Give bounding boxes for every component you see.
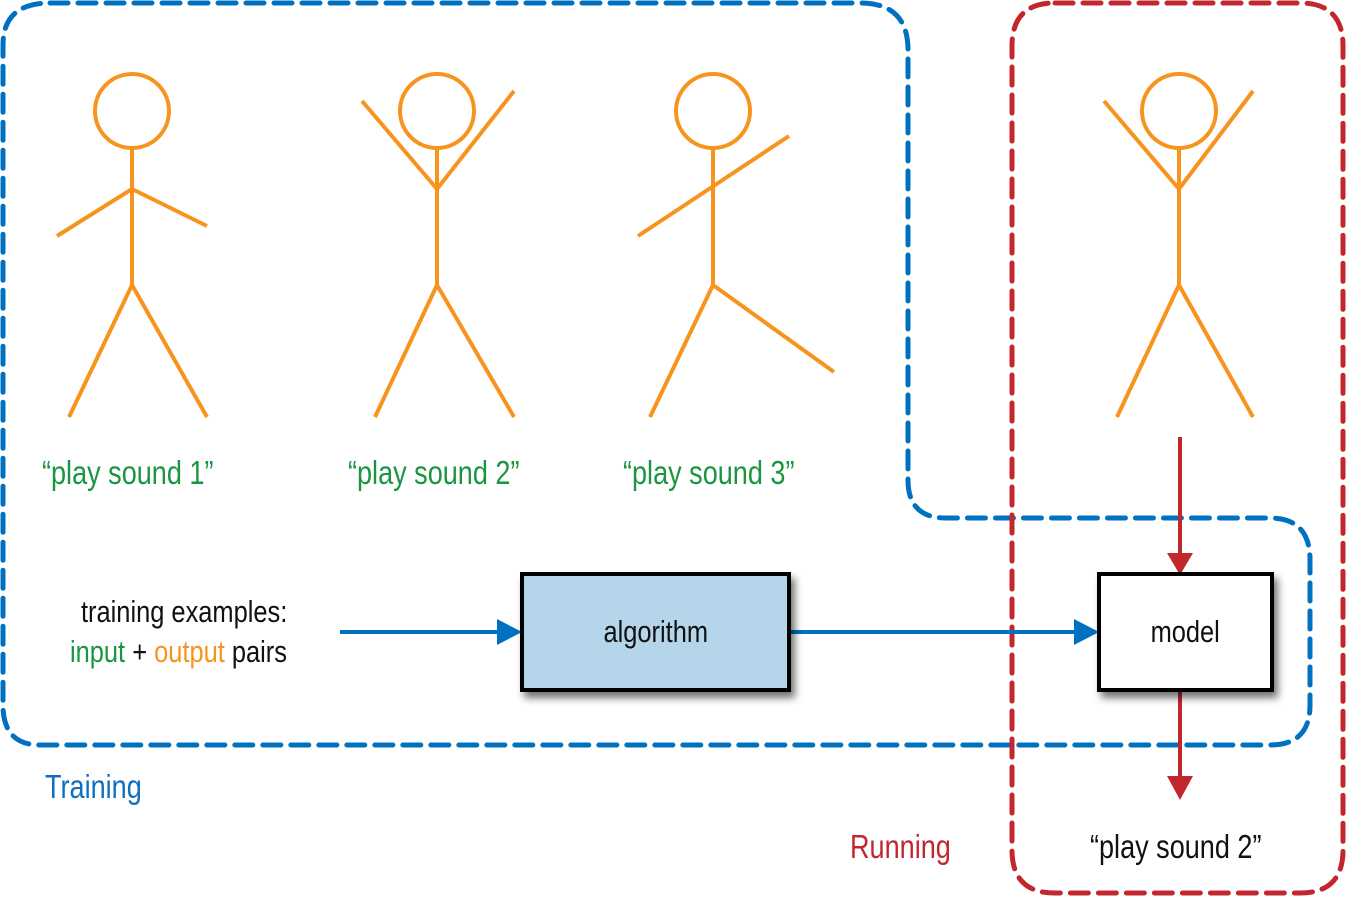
stick-figure-2 <box>360 72 516 419</box>
plus-sign: + <box>132 634 148 669</box>
figure-head <box>674 72 752 150</box>
input-word: input <box>70 634 126 669</box>
stick-figure-3 <box>636 72 836 418</box>
model-box <box>1097 572 1274 692</box>
arrow-algorithm-to-model <box>790 619 1099 645</box>
figure-head <box>398 72 476 150</box>
training-region-border <box>0 0 1313 748</box>
figure-head <box>93 72 171 150</box>
pairs-word: pairs <box>231 634 287 669</box>
stick-figure-1 <box>55 72 209 418</box>
output-word: output <box>154 634 225 669</box>
running-region-border <box>1009 0 1346 896</box>
model-label: model <box>1150 614 1221 649</box>
figure-1-label: “play sound 1” <box>42 454 214 491</box>
algorithm-label: algorithm <box>603 614 708 649</box>
figure-head <box>1140 72 1218 150</box>
running-region-label: Running <box>850 828 951 865</box>
training-examples-line2: input + output pairs <box>70 634 287 670</box>
algorithm-box <box>520 572 791 692</box>
arrow-model-to-output <box>1167 690 1193 800</box>
figure-3-label: “play sound 3” <box>623 454 795 491</box>
arrow-input-to-model <box>1167 437 1193 575</box>
stick-figure-4 <box>1102 72 1255 418</box>
model-label-wrap: model <box>1099 574 1272 690</box>
output-label: “play sound 2” <box>1090 828 1262 865</box>
training-region-label: Training <box>45 768 142 805</box>
arrow-examples-to-algorithm <box>340 619 522 645</box>
training-examples-line1: training examples: <box>81 594 288 629</box>
algorithm-label-wrap: algorithm <box>522 574 789 690</box>
figure-2-label: “play sound 2” <box>348 454 520 491</box>
